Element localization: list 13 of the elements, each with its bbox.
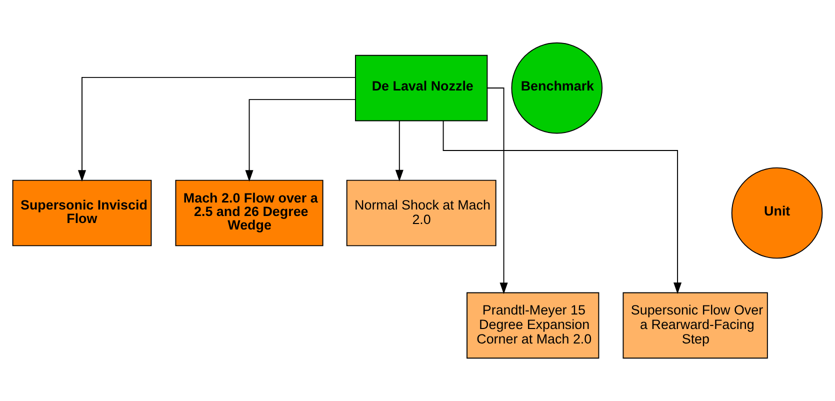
- node-box: De Laval Nozzle: [355, 54, 488, 122]
- node-circle: Unit: [731, 167, 823, 259]
- node-box: Supersonic Inviscid Flow: [12, 180, 152, 246]
- arrow: [442, 120, 682, 294]
- node-box: Normal Shock at Mach 2.0: [346, 180, 496, 246]
- arrow: [78, 76, 356, 182]
- arrow: [245, 99, 356, 182]
- arrow: [487, 88, 508, 294]
- node-circle: Benchmark: [511, 42, 603, 134]
- arrow: [395, 120, 404, 182]
- node-box: Mach 2.0 Flow over a 2.5 and 26 Degree Wedge: [175, 180, 324, 246]
- node-box: Supersonic Flow Over a Rearward-Facing Step: [622, 292, 768, 359]
- node-box: Prandtl-Meyer 15 Degree Expansion Corner at Mach 2.0: [466, 292, 600, 359]
